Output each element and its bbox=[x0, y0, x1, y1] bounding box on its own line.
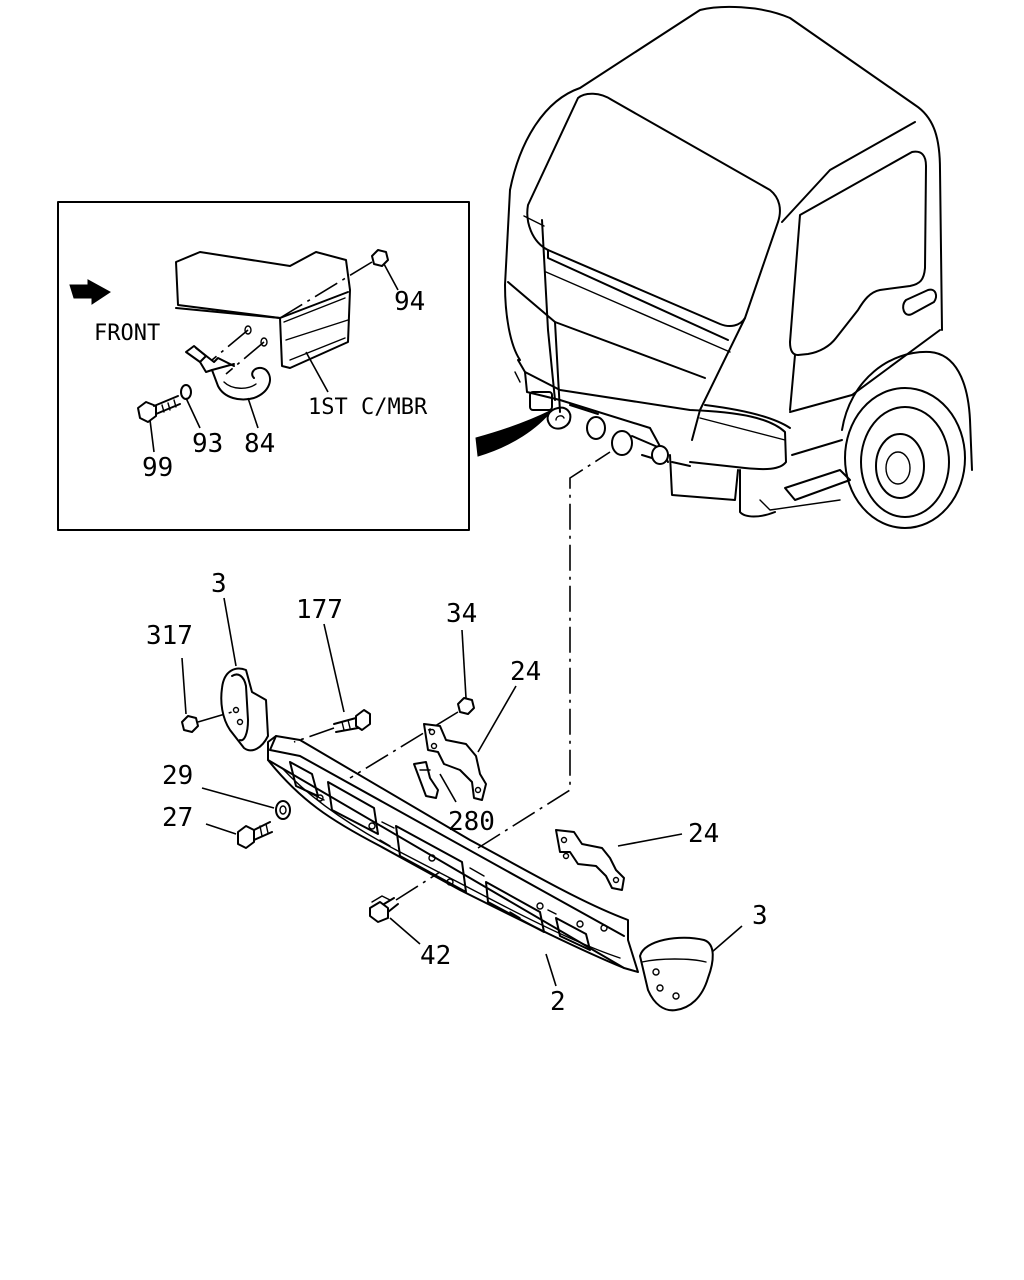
callout-3-right: 3 bbox=[752, 901, 768, 931]
callout-84: 84 bbox=[244, 429, 275, 459]
reference-line-bumper bbox=[477, 451, 611, 849]
callout-280: 280 bbox=[448, 807, 495, 837]
callout-2: 2 bbox=[550, 987, 566, 1017]
callout-3-left: 3 bbox=[211, 569, 227, 599]
callout-34: 34 bbox=[446, 599, 477, 629]
callout-177: 177 bbox=[296, 595, 343, 625]
callout-24-lower: 24 bbox=[688, 819, 719, 849]
inset-detail-box: FRONT 94 1ST C/M bbox=[57, 201, 470, 531]
front-arrow-icon bbox=[69, 279, 111, 305]
truck-cab bbox=[504, 5, 973, 529]
callout-93: 93 bbox=[192, 429, 223, 459]
inset-pointer-arrow bbox=[475, 409, 553, 457]
callout-317: 317 bbox=[146, 621, 193, 651]
callout-94: 94 bbox=[394, 287, 425, 317]
callout-27: 27 bbox=[162, 803, 193, 833]
bumper-assembly: 3 317 177 34 24 29 280 27 24 42 3 2 bbox=[146, 569, 768, 1017]
front-label: FRONT bbox=[94, 321, 160, 346]
callout-99: 99 bbox=[142, 453, 173, 483]
callout-42: 42 bbox=[420, 941, 451, 971]
callout-24-upper: 24 bbox=[510, 657, 541, 687]
callout-29: 29 bbox=[162, 761, 193, 791]
member-label: 1ST C/MBR bbox=[308, 395, 428, 420]
